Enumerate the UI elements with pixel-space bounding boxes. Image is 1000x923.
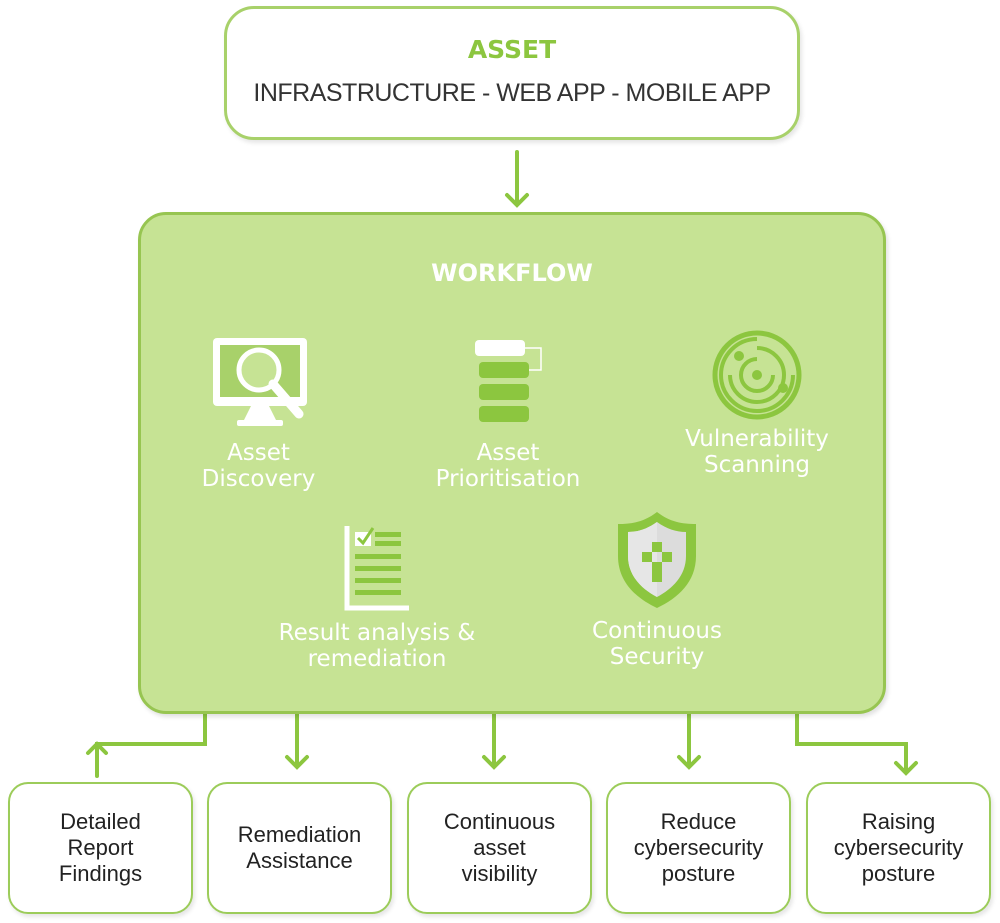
outcome-remediation-assistance: Remediation Assistance [207, 782, 392, 914]
outcome-label: Continuous asset visibility [443, 809, 556, 886]
maze-circle-icon [712, 330, 802, 420]
step-asset-discovery: Asset Discovery [186, 334, 331, 492]
checklist-icon [344, 526, 409, 611]
arrow-raising [795, 712, 908, 774]
step-continuous-security: Continuous Security [572, 508, 742, 670]
monitor-magnifier-icon [212, 338, 307, 426]
outcome-continuous-visibility: Continuous asset visibility [407, 782, 592, 914]
step-label-result-analysis: Result analysis & remediation [278, 620, 476, 672]
outcome-raising-posture: Raising cybersecurity posture [806, 782, 991, 914]
outcome-label: Remediation Assistance [237, 822, 362, 873]
step-vulnerability-scanning: Vulnerability Scanning [672, 328, 842, 478]
asset-subtitle: INFRASTRUCTURE - WEB APP - MOBILE APP [253, 79, 771, 107]
outcome-reduce-posture: Reduce cybersecurity posture [606, 782, 791, 914]
workflow-title: WORKFLOW [431, 259, 593, 287]
arrow-detailed-report [95, 712, 207, 778]
step-result-analysis: Result analysis & remediation [262, 522, 492, 672]
asset-title: ASSET [467, 35, 557, 64]
shield-icon [618, 512, 696, 608]
step-label-continuous-security: Continuous Security [592, 618, 722, 670]
step-asset-prioritisation: Asset Prioritisation [418, 336, 598, 492]
asset-box: ASSET INFRASTRUCTURE - WEB APP - MOBILE … [224, 6, 800, 140]
step-label-asset-prioritisation: Asset Prioritisation [435, 440, 581, 492]
step-label-asset-discovery: Asset Discovery [201, 440, 316, 492]
step-label-vulnerability-scanning: Vulnerability Scanning [685, 426, 829, 478]
stacked-bars-icon [475, 340, 542, 422]
outcome-detailed-report: Detailed Report Findings [8, 782, 193, 914]
workflow-panel: WORKFLOW [138, 212, 886, 714]
outcome-label: Detailed Report Findings [58, 809, 143, 886]
outcome-label: Reduce cybersecurity posture [633, 809, 764, 886]
outcome-label: Raising cybersecurity posture [833, 809, 964, 886]
